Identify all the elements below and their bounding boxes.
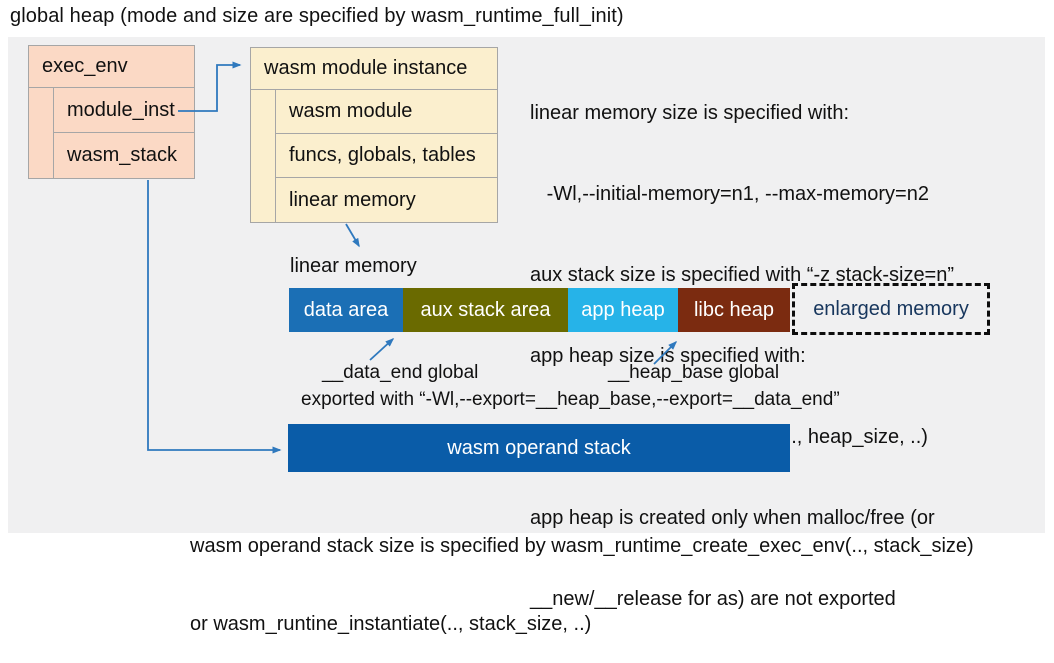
operand-stack-notes: wasm operand stack size is specified by …	[190, 481, 974, 663]
heap-base-global-label: __heap_base global	[608, 362, 780, 383]
note-line: wasm operand stack size is specified by …	[190, 535, 974, 557]
wasm-module-instance-box: wasm module instance wasm module funcs, …	[250, 47, 498, 223]
note-line: app heap size is specified with:	[530, 345, 806, 367]
note-line: -Wl,--initial-memory=n1, --max-memory=n2	[530, 183, 929, 205]
note-line: linear memory size is specified with:	[530, 102, 849, 124]
operand-stack-label: wasm operand stack	[447, 436, 631, 459]
exec-env-box: exec_env module_inst wasm_stack	[28, 45, 195, 179]
exec-env-header: exec_env	[29, 46, 194, 88]
note-line: aux stack size is specified with “-z sta…	[530, 264, 955, 286]
segment-data-area: data area	[289, 288, 403, 332]
segment-label: enlarged memory	[813, 297, 969, 320]
segment-label: libc heap	[693, 298, 775, 321]
note-line: or wasm_runtine_instantiate(.., stack_si…	[190, 613, 592, 635]
note-line: app heap is created only when malloc/fre…	[530, 507, 935, 529]
segment-label: data area	[303, 298, 389, 321]
wasm-operand-stack-bar: wasm operand stack	[288, 424, 790, 472]
segment-libc-heap: libc heap	[678, 288, 790, 332]
module-instance-row-wasm-module: wasm module	[275, 90, 497, 134]
segment-enlarged-memory: enlarged memory	[792, 283, 990, 335]
module-instance-row-linear-memory: linear memory	[275, 178, 497, 222]
module-instance-row-funcs-globals-tables: funcs, globals, tables	[275, 134, 497, 178]
segment-aux-stack-area: aux stack area	[403, 288, 568, 332]
wasm-module-instance-header: wasm module instance	[251, 48, 497, 90]
data-end-global-label: __data_end global	[322, 362, 479, 383]
segment-app-heap: app heap	[568, 288, 678, 332]
diagram-title: global heap (mode and size are specified…	[10, 5, 624, 27]
linear-memory-label: linear memory	[290, 255, 417, 277]
segment-label: app heap	[581, 298, 665, 321]
export-flags-label: exported with “-Wl,--export=__heap_base,…	[301, 389, 840, 410]
exec-env-row-wasm-stack: wasm_stack	[53, 133, 194, 178]
exec-env-row-module-inst: module_inst	[53, 88, 194, 133]
segment-label: aux stack area	[420, 298, 551, 321]
